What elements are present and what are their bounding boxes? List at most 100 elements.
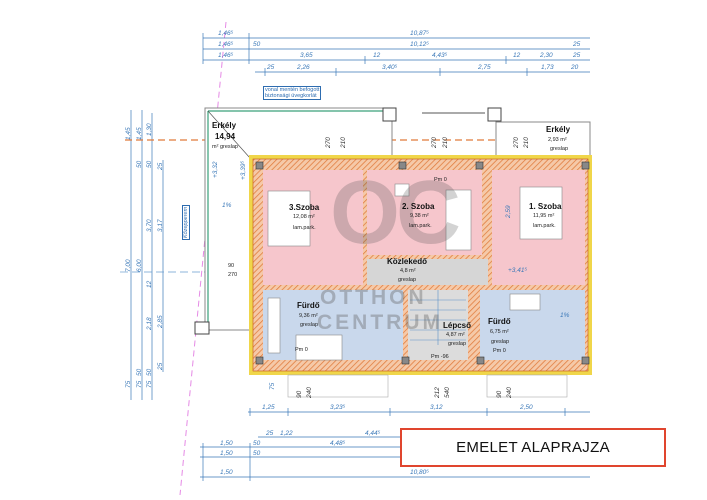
balcony-right [495,121,591,159]
room-level: Pm 0 [295,347,308,353]
annotation: 2,59 [505,205,512,218]
dim-label: 1,46⁵ [218,30,234,37]
dim-label: 25 [573,52,581,59]
dim-label: 3,70 [146,219,153,232]
dim-label: 75 [125,380,132,388]
dim-label: 2,75 [478,64,491,71]
room-name: Közlekedő [387,257,428,266]
room-finish: greslap [491,339,510,345]
annotation: 1% [222,202,232,209]
annotation: 90 [496,390,503,398]
dim-label: 10,12⁵ [410,41,429,48]
annotation: 210 [340,137,347,148]
room-area: 4,87 m² [446,332,465,338]
annotation: +3,32 [212,161,219,178]
annotation: 90 [228,263,235,269]
room-finish: lam.park. [533,223,556,229]
room-area: 2,93 m² [548,137,567,143]
room-area: 9,38 m² [410,213,429,219]
room-level: Pm 0 [434,177,447,183]
dim-label: 2,30 [540,52,553,59]
room-level: Pm -96 [431,354,449,360]
dim-label: 75 [146,380,153,388]
room-area: 12,08 m² [293,214,315,220]
dim-label: 7,00 [125,259,132,272]
dim-label: 25 [573,41,581,48]
room-name: 2. Szoba [402,202,435,211]
stairs [410,290,466,345]
annotation: 210 [442,137,449,148]
annotation: 240 [506,387,513,398]
annotation: +3,41⁵ [508,267,528,274]
dim-label: 4,48⁵ [330,440,346,447]
plan-title: EMELET ALAPRAJZA [456,439,610,456]
annotation: 270 [513,137,520,148]
annotation: 270 [325,137,332,148]
dim-label: 1,46⁵ [218,52,234,59]
annotation: 270 [228,272,238,278]
callout-line: biztonsági üvegkorlát [265,93,317,100]
callout-line: vonal mentén befogott [265,87,320,93]
dim-label: 2,18 [146,317,153,330]
dim-label: 75 [136,380,143,388]
dim-label: 3,65 [300,52,313,59]
dim-label: 12 [146,280,153,288]
room-finish: greslap [550,146,569,152]
watermark-line2: CENTRUM [317,311,443,334]
room-area: 9,36 m² [299,313,318,319]
railing-callout: vonal mentén befogott biztonsági üvegkor… [263,86,322,101]
room-name: Fürdő [297,301,320,310]
dim-label: 10,87⁵ [410,30,429,37]
dim-label: 1,22 [280,430,293,437]
dim-label: 50 [253,440,261,447]
dim-label: 12 [373,52,381,59]
dim-label: 1,30 [146,123,153,136]
room-name: Erkély [546,125,571,134]
room-finish: greslap [448,341,467,347]
dim-label: 1,46⁵ [218,41,234,48]
dim-label: 1,25 [262,404,275,411]
dim-label: 3,40⁵ [382,64,398,71]
dim-label: 50 [136,368,143,376]
top-dimension-lines [202,33,590,76]
dim-label: 1,50 [220,450,233,457]
dim-label: 25 [266,430,274,437]
dim-label: 4,43⁵ [432,52,448,59]
dim-label: 3,23⁵ [330,404,346,411]
dim-label: 50 [146,160,153,168]
annotation: 75 [269,382,276,390]
dim-label: 2,26 [297,64,310,71]
watermark-line1: OTTHON [320,286,427,309]
room-finish: lam.park. [293,225,316,231]
dim-label: 6,00 [136,259,143,272]
dim-label: 25 [267,64,275,71]
annotation: 240 [306,387,313,398]
dim-label: 1,45 [125,127,132,140]
dim-label: 1,50 [220,469,233,476]
plan-title-box: EMELET ALAPRAJZA [400,428,666,467]
annotation: +3,39⁵ [240,160,247,180]
dim-label: 3,17 [157,219,164,232]
annotation: 1% [560,312,570,319]
dim-label: 50 [136,160,143,168]
dim-label: 4,44⁵ [365,430,381,437]
room-name: Fürdő [488,317,511,326]
room-finish: m² greslap [212,144,238,150]
dim-label: 1,45 [136,127,143,140]
annotation: 270 [431,137,438,148]
dim-label: 3,12 [430,404,443,411]
room-area: 11,95 m² [533,213,555,219]
dim-label: 25 [157,162,164,170]
room-finish: greslap [300,322,319,328]
annotation: 540 [444,387,451,398]
annotation: 210 [523,137,530,148]
dim-label: 1,50 [220,440,233,447]
annotation: 212 [434,387,441,398]
room-name: 1. Szoba [529,202,562,211]
room-name: Lépcső [443,321,472,330]
room-kozlekedo [367,259,488,285]
dim-label: 2,85 [157,315,164,328]
room-finish: lam.park. [409,223,432,229]
